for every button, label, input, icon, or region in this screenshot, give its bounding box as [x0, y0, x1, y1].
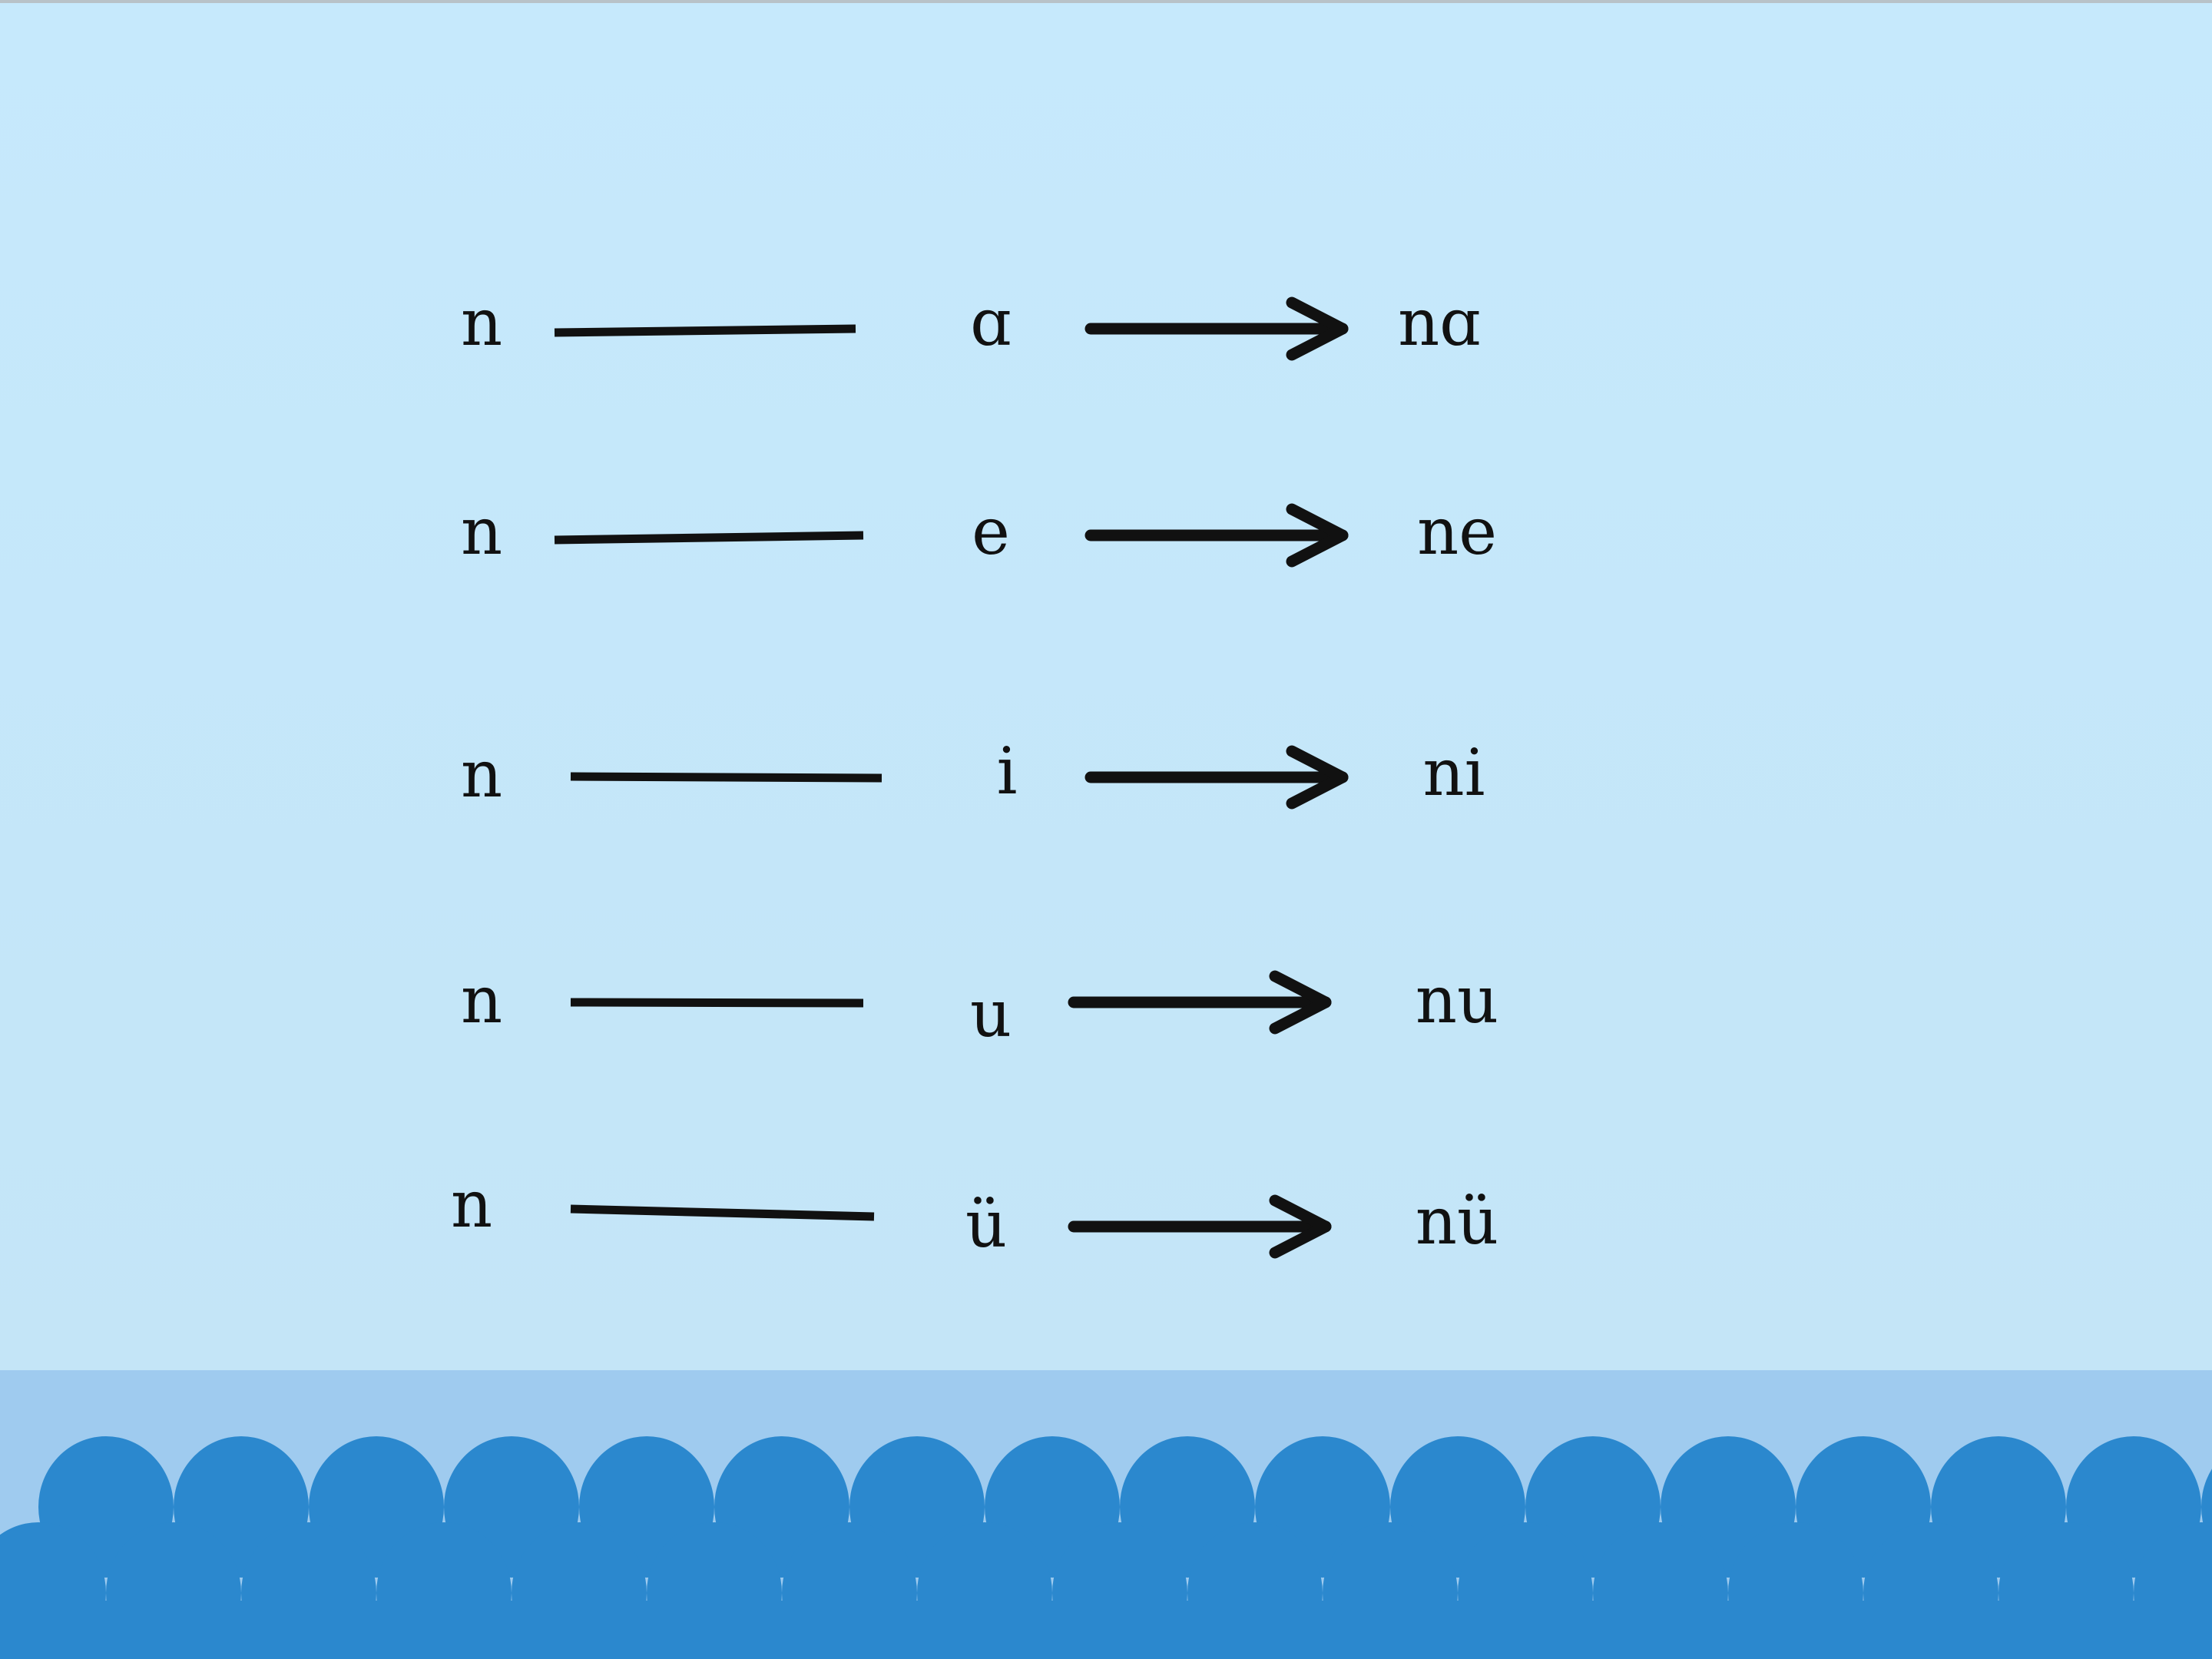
final-letter-3: i	[996, 733, 1018, 809]
initial-letter-3: n	[460, 737, 503, 812]
arrow-icon-3	[1084, 745, 1349, 810]
arrow-icon-4	[1068, 970, 1332, 1035]
connector-line-2	[554, 531, 864, 545]
initial-letter-1: n	[460, 285, 503, 360]
top-border	[0, 0, 2212, 3]
syllable-2: ne	[1417, 494, 1497, 569]
scalloped-waves	[0, 1436, 2212, 1659]
final-letter-4: u	[969, 976, 1012, 1051]
connector-line-3	[570, 772, 882, 783]
arrow-icon-2	[1084, 503, 1349, 568]
wave-base	[0, 1601, 2212, 1659]
final-letter-1: ɑ	[970, 285, 1012, 360]
final-letter-2: e	[972, 494, 1010, 569]
initial-letter-2: n	[460, 494, 503, 569]
initial-letter-4: n	[460, 962, 503, 1038]
syllable-4: nu	[1415, 962, 1499, 1038]
final-letter-5: ü	[965, 1187, 1008, 1262]
connector-layer	[554, 296, 1349, 1259]
arrow-icon-1	[1084, 296, 1349, 361]
arrow-icon-5	[1068, 1194, 1332, 1259]
connector-line-4	[570, 998, 864, 1008]
syllable-1: nɑ	[1398, 285, 1481, 360]
connector-line-5	[570, 1204, 875, 1221]
initial-letter-5: n	[450, 1167, 493, 1242]
syllable-3: ni	[1422, 735, 1485, 810]
connector-line-1	[554, 324, 856, 337]
syllable-5: nü	[1415, 1184, 1499, 1259]
